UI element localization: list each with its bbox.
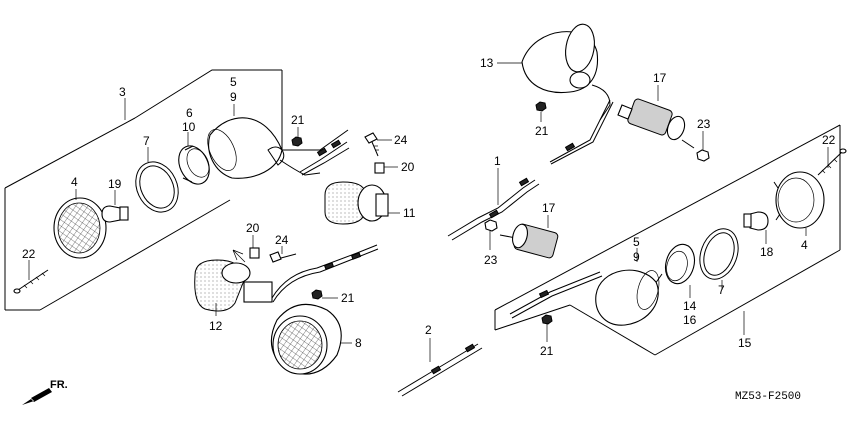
nut-21-lower-left: [311, 289, 323, 300]
right-assembly-frame: [494, 124, 841, 356]
callout-6: 6: [186, 106, 193, 120]
callout-23-upper: 23: [697, 117, 711, 131]
bolt-24-upper: [364, 132, 379, 157]
callout-19: 19: [108, 177, 122, 191]
callout-20-lower: 20: [246, 221, 260, 235]
bolt-24-lower: [269, 251, 297, 263]
nut-21-upper-left: [291, 136, 303, 147]
leader-lines: [28, 62, 829, 362]
callout-15: 15: [738, 336, 752, 350]
callout-2: 2: [425, 323, 432, 337]
nut-23-upper: [696, 149, 710, 162]
housing-left: [207, 117, 321, 179]
wire-harness-left: [299, 139, 350, 176]
socket-left: [178, 145, 210, 185]
callout-22-left: 22: [22, 247, 36, 261]
pointer-arrow: [232, 249, 246, 263]
callout-9-right: 9: [633, 250, 640, 264]
callout-14: 14: [683, 299, 697, 313]
callout-4-left: 4: [71, 175, 78, 189]
screw-22-left: [13, 269, 49, 294]
left-assembly-frame: [4, 69, 349, 311]
callout-10: 10: [182, 120, 196, 134]
lens-left: [53, 197, 107, 259]
lamp-upper: [521, 23, 611, 121]
lamp-lower: [270, 303, 342, 375]
callout-13: 13: [480, 56, 494, 70]
bulb-right: [743, 211, 769, 231]
lens-right: [773, 171, 825, 229]
callout-3: 3: [119, 85, 126, 99]
callout-12: 12: [209, 319, 223, 333]
bulb-left: [101, 205, 129, 223]
nut-21-lower-right: [541, 314, 553, 325]
callout-21-b: 21: [341, 291, 355, 305]
callout-8: 8: [355, 336, 362, 350]
callout-24-lower: 24: [275, 233, 289, 247]
callout-4-right: 4: [801, 238, 808, 252]
callout-5-left: 5: [230, 75, 237, 89]
nut-23-mid: [484, 219, 498, 232]
housing-right: [595, 269, 660, 326]
socket-right: [654, 243, 696, 285]
wire-harness-upper: [549, 99, 614, 165]
harness-1: [447, 177, 540, 241]
callout-7-right: 7: [718, 283, 725, 297]
callout-11: 11: [403, 206, 416, 220]
nut-20-lower: [249, 247, 260, 259]
callout-9-left: 9: [230, 90, 237, 104]
callout-21-c: 21: [535, 124, 549, 138]
callout-labels: 3 4 19 7 6 10 5 9 21 24 20 11 22 20 24 1…: [22, 56, 836, 358]
clamp-upper: [324, 181, 389, 225]
relay-lower: [499, 223, 559, 259]
nut-21-upper-right: [535, 101, 547, 112]
callout-1: 1: [494, 154, 501, 168]
callout-17-upper: 17: [653, 71, 667, 85]
screw-22-right: [817, 148, 847, 176]
callout-18: 18: [760, 245, 774, 259]
callout-16: 16: [683, 313, 697, 327]
gasket-left: [135, 161, 179, 213]
front-direction-label: FR.: [50, 379, 68, 391]
wire-harness-right: [509, 271, 603, 319]
callout-23-mid: 23: [484, 253, 498, 267]
callout-21-a: 21: [291, 113, 305, 127]
relay-upper: [617, 98, 695, 149]
callout-24-upper: 24: [394, 133, 408, 147]
diagram-code: MZ53-F2500: [735, 391, 801, 403]
gasket-right: [699, 228, 739, 280]
callout-21-d: 21: [540, 344, 554, 358]
front-direction-arrow: FR.: [22, 379, 68, 405]
nut-20-upper: [374, 162, 385, 174]
callout-5-right: 5: [633, 235, 640, 249]
callout-7-left: 7: [143, 134, 150, 148]
callout-17-lower: 17: [542, 201, 556, 215]
callout-22-right: 22: [822, 133, 836, 147]
wire-harness-lower: [271, 244, 379, 303]
clamp-lower: [194, 259, 273, 312]
harness-2: [397, 343, 483, 397]
callout-20-upper: 20: [401, 160, 415, 174]
